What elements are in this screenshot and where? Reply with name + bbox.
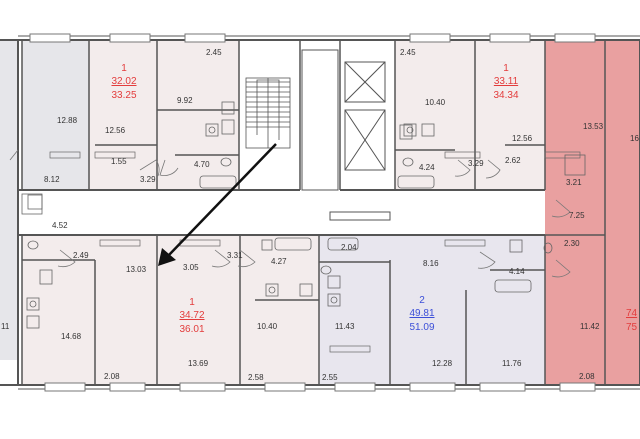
unit-living-area: 49.81 <box>409 308 435 319</box>
room-area: 9.92 <box>177 96 193 105</box>
room-area: 10.40 <box>257 322 278 331</box>
room-area: 4.27 <box>271 257 287 266</box>
room-area: 3.21 <box>566 178 582 187</box>
room-area: 2.62 <box>505 156 521 165</box>
room-area: 3.05 <box>183 263 199 272</box>
unit-total-area: 51.09 <box>409 322 435 333</box>
unit-rooms: 1 <box>503 63 509 74</box>
room-area: 12.28 <box>432 359 453 368</box>
door-swing-icon <box>9 149 571 278</box>
unit-bottom-2[interactable] <box>319 235 545 385</box>
room-area: 16 <box>630 134 639 143</box>
sink-icon <box>26 101 435 329</box>
room-area: 8.12 <box>44 175 60 184</box>
staircase-icon <box>245 77 291 149</box>
room-area: 2.45 <box>206 48 222 57</box>
room-area: 13.69 <box>188 359 209 368</box>
room-area: 2.55 <box>322 373 338 382</box>
unit-top-right-1[interactable] <box>475 40 545 190</box>
room-area: 3.29 <box>140 175 156 184</box>
unit-total-area: 34.34 <box>493 90 519 101</box>
room-area: 2.58 <box>248 373 264 382</box>
unit-rooms: 2 <box>419 295 425 306</box>
room-area: 2.30 <box>564 239 580 248</box>
room-area: 12.88 <box>57 116 78 125</box>
room-area: 8.16 <box>423 259 439 268</box>
unit-bottom-left-1[interactable] <box>157 235 319 385</box>
unit-total-area: 75 <box>626 322 638 333</box>
unit-top-left-1[interactable] <box>89 40 157 190</box>
room-area: 12.56 <box>105 126 126 135</box>
room-area: 3.31 <box>227 251 243 260</box>
room-area: 2.08 <box>104 372 120 381</box>
room-area: 2.08 <box>579 372 595 381</box>
bathtub-icon <box>199 175 532 293</box>
unit-living-area: 34.72 <box>179 310 205 321</box>
unit-rooms: 1 <box>121 63 127 74</box>
unit-living-area: 74 <box>626 308 638 319</box>
room-area: 4.70 <box>194 160 210 169</box>
room-area: 14.68 <box>61 332 82 341</box>
elevator-icon <box>344 61 386 171</box>
unit-living-area: 33.11 <box>493 76 519 87</box>
room-area: 1.55 <box>111 157 127 166</box>
stove-icon <box>26 123 417 311</box>
room-area: 4.52 <box>52 221 68 230</box>
room-area: 4.24 <box>419 163 435 172</box>
shower-icon <box>21 154 586 215</box>
room-area: 12.56 <box>512 134 533 143</box>
room-area: 7.25 <box>569 211 585 220</box>
unit-right-highlighted[interactable] <box>545 40 640 385</box>
room-area: 13.53 <box>583 122 604 131</box>
unit-living-area: 32.02 <box>111 76 137 87</box>
room-area: 10.40 <box>425 98 446 107</box>
toilet-icon <box>27 157 553 275</box>
room-area: 4.14 <box>509 267 525 276</box>
room-area: 11 <box>1 322 10 331</box>
room-area: 2.49 <box>73 251 89 260</box>
room-area: 2.04 <box>341 243 357 252</box>
arrow-pointer-icon <box>158 143 277 266</box>
room-area: 13.03 <box>126 265 147 274</box>
room-area: 2.45 <box>400 48 416 57</box>
room-area: 11.43 <box>335 322 355 331</box>
room-area: 11.76 <box>502 359 522 368</box>
room-area: 11.42 <box>580 322 600 331</box>
unit-total-area: 33.25 <box>111 90 137 101</box>
unit-rooms: 1 <box>189 297 195 308</box>
unit-total-area: 36.01 <box>179 324 205 335</box>
room-area: 3.29 <box>468 159 484 168</box>
